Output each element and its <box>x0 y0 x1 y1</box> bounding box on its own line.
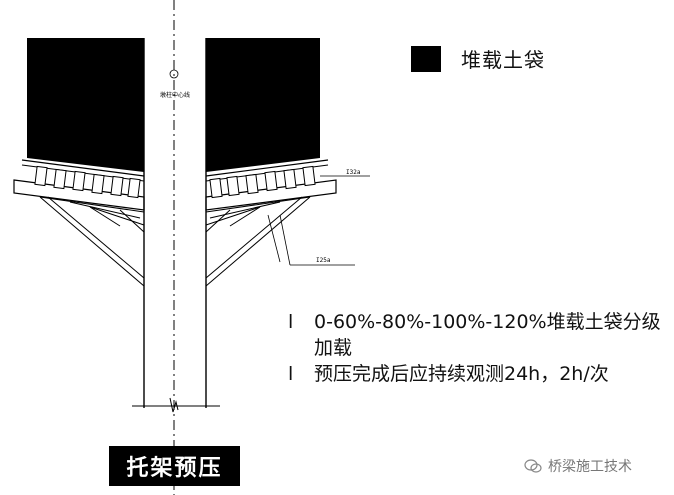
pier-marker-circle <box>169 69 179 79</box>
left-bracket-truss <box>39 196 145 287</box>
brand-text: 桥梁施工技术 <box>548 459 632 475</box>
legend: 堆载土袋 <box>411 44 545 73</box>
note-bullet: l <box>288 311 294 333</box>
legend-swatch <box>411 45 441 72</box>
note-bullet: l <box>288 363 294 385</box>
right-bracket-truss <box>205 196 311 287</box>
notes-list: l 0-60%-80%-100%-120%堆载土袋分级加载 l 预压完成后应持续… <box>288 309 664 387</box>
right-cross-blocks <box>209 165 316 199</box>
strut-callout: I25a <box>316 257 331 264</box>
right-leaders <box>267 175 370 266</box>
note-item: l 0-60%-80%-100%-120%堆载土袋分级加载 <box>288 309 664 361</box>
left-cross-blocks <box>34 165 141 199</box>
note-text: 预压完成后应持续观测24h，2h/次 <box>314 363 609 385</box>
left-sleeper-top <box>21 159 145 177</box>
pier-label: 墩柱中心线 <box>160 91 190 99</box>
legend-label: 堆载土袋 <box>461 48 545 72</box>
right-sleeper-top <box>205 159 329 177</box>
note-item: l 预压完成后应持续观测24h，2h/次 <box>288 361 664 387</box>
pier-break-mark <box>169 397 179 413</box>
beam-callout: I32a <box>346 169 361 176</box>
figure-caption: 托架预压 <box>109 446 240 486</box>
soil-bag-load-right <box>206 38 320 172</box>
soil-bag-load-left <box>27 38 144 172</box>
wechat-icon <box>524 459 542 473</box>
brand-watermark: 桥梁施工技术 <box>524 456 632 476</box>
note-text: 0-60%-80%-100%-120%堆载土袋分级加载 <box>314 311 661 359</box>
